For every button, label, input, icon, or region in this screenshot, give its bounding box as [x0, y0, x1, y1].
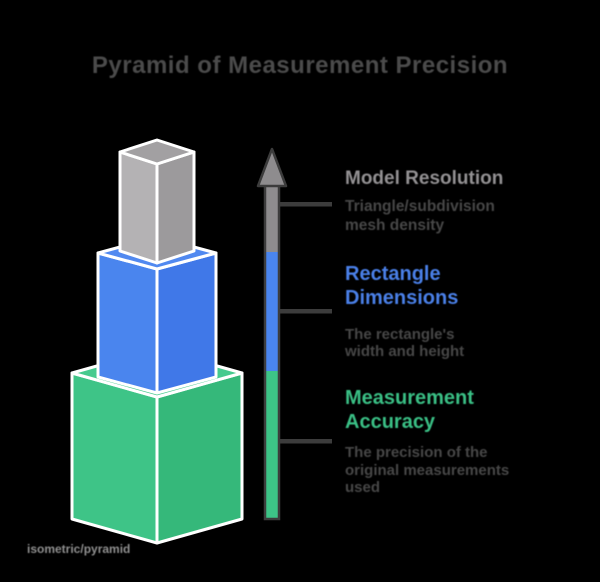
blue-box-left-face	[96, 251, 159, 395]
level-bottom-subtext-line: The precision of the	[345, 444, 488, 461]
pyramid-level-top-box	[118, 138, 196, 265]
level-top-subtext-line: Triangle/subdivision	[345, 198, 495, 215]
green-box-right-face	[155, 371, 244, 545]
level-middle-heading-line: Dimensions	[345, 287, 459, 309]
level-middle-subtext-line: width and height	[345, 343, 465, 360]
diagram-title: Pyramid of Measurement Precision	[91, 52, 509, 79]
level-top-heading: Model Resolution	[345, 167, 503, 191]
level-middle-subtext-line: The rectangle's	[345, 326, 455, 343]
level-top-subtext: Triangle/subdivision mesh density	[345, 197, 495, 235]
gray-box-left-face	[118, 150, 159, 265]
level-middle-subtext: The rectangle's width and height	[345, 326, 464, 360]
level-middle-heading: Rectangle Dimensions	[345, 262, 458, 310]
level-top-heading-line: Model Resolution	[345, 168, 504, 189]
level-middle-heading-line: Rectangle	[345, 263, 441, 285]
gray-box-right-face	[155, 150, 196, 265]
arrow-segment-gray	[265, 185, 279, 252]
tick-top	[279, 202, 332, 207]
axis-arrow	[256, 147, 332, 521]
tick-middle	[279, 309, 332, 314]
level-bottom-subtext-line: used	[345, 479, 381, 496]
watermark-text: isometric/pyramid	[27, 542, 131, 556]
level-bottom-heading-line: Accuracy	[345, 411, 436, 433]
arrow-segment-green	[265, 371, 279, 519]
arrow-head-icon	[256, 147, 288, 188]
level-bottom-heading-line: Measurement	[345, 387, 474, 409]
green-box-left-face	[70, 371, 159, 545]
level-bottom-subtext-line: original measurements	[345, 461, 510, 479]
blue-box-right-face	[155, 251, 218, 395]
tick-bottom	[279, 439, 332, 444]
level-top-subtext-line: mesh density	[345, 217, 445, 234]
level-bottom-subtext: The precision of the original measuremen…	[345, 444, 509, 497]
arrow-segment-blue	[265, 252, 279, 371]
level-bottom-heading: Measurement Accuracy	[345, 386, 474, 434]
gray-box-top-face	[118, 138, 196, 166]
